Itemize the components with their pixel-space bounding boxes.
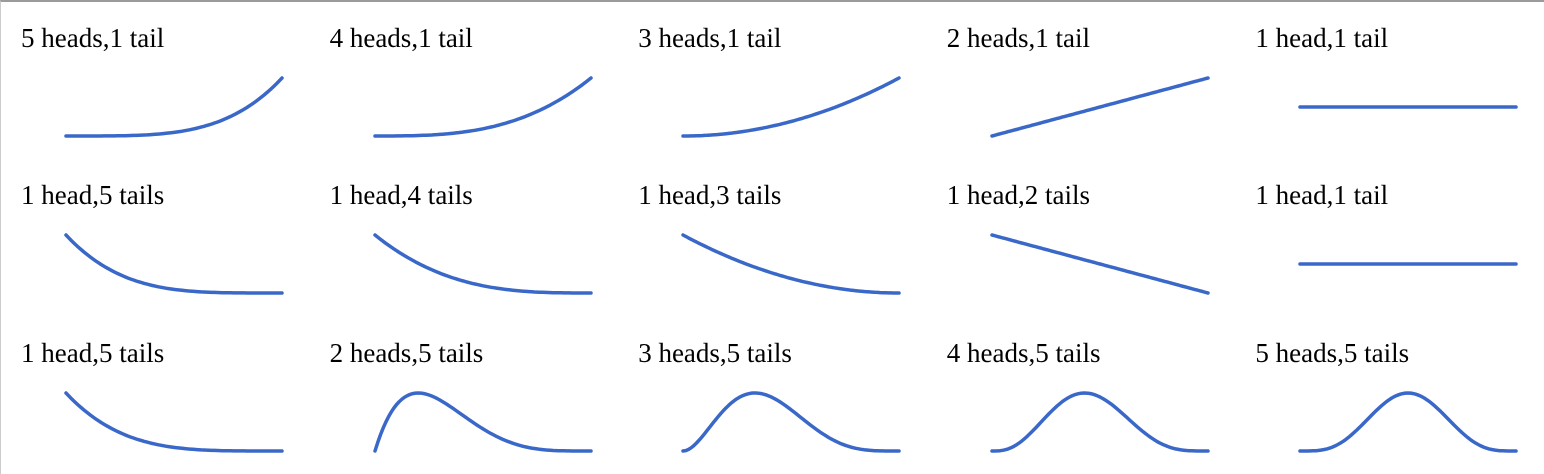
beta-curve-path	[990, 390, 1210, 453]
beta-curve	[990, 390, 1210, 453]
beta-curve	[372, 390, 593, 453]
plot-cell: 1 head,1 tail	[1235, 159, 1544, 316]
beta-curve	[1298, 105, 1519, 109]
beta-curve-path	[1298, 390, 1519, 453]
beta-curve	[681, 76, 901, 138]
beta-curve-path	[372, 76, 593, 138]
beta-curve	[372, 233, 593, 296]
plot-label: 2 heads,5 tails	[329, 337, 484, 368]
plot-cell: 4 heads,1 tail	[310, 2, 619, 159]
plot-label: 1 head,1 tail	[1255, 23, 1389, 53]
beta-curve	[1298, 390, 1519, 453]
plot-cell: 2 heads,5 tails	[310, 317, 619, 474]
plot-label: 1 head,5 tails	[21, 180, 165, 211]
beta-curve	[681, 233, 901, 296]
plot-cell: 5 heads,1 tail	[1, 2, 310, 159]
plot-cell: 3 heads,5 tails	[618, 317, 927, 474]
beta-curve-path	[681, 233, 901, 296]
plot-cell: 1 head,2 tails	[927, 159, 1236, 316]
beta-curve	[64, 233, 284, 296]
beta-curve	[681, 390, 901, 453]
beta-curve	[1298, 262, 1519, 267]
beta-curve-path	[64, 390, 284, 453]
beta-curve-path	[681, 390, 901, 453]
beta-curve	[990, 233, 1210, 296]
plot-cell: 5 heads,5 tails	[1235, 317, 1544, 474]
plot-label: 1 head,5 tails	[21, 337, 165, 368]
plot-label: 4 heads,5 tails	[946, 337, 1101, 368]
beta-curve-path	[372, 390, 593, 453]
plot-label: 1 head,2 tails	[946, 180, 1091, 211]
beta-curve-path	[990, 233, 1210, 296]
plot-cell: 1 head,4 tails	[310, 159, 619, 316]
beta-curve-path	[64, 233, 284, 296]
beta-curve	[372, 76, 593, 138]
plot-label: 4 heads,1 tail	[329, 23, 473, 53]
plot-label: 3 heads,5 tails	[638, 337, 792, 368]
plot-label: 1 head,4 tails	[329, 180, 473, 211]
plot-label: 1 head,3 tails	[638, 180, 782, 211]
beta-curve	[990, 76, 1210, 138]
plot-cell: 1 head,1 tail	[1235, 2, 1544, 159]
plot-cell: 1 head,5 tails	[1, 317, 310, 474]
plot-cell: 2 heads,1 tail	[927, 2, 1236, 159]
plot-cell: 3 heads,1 tail	[618, 2, 927, 159]
plot-label: 2 heads,1 tail	[946, 23, 1091, 53]
plot-label: 5 heads,1 tail	[21, 23, 165, 53]
beta-curve	[64, 390, 284, 453]
plot-label: 1 head,1 tail	[1255, 180, 1389, 211]
plot-cell: 1 head,3 tails	[618, 159, 927, 316]
beta-curve-path	[372, 233, 593, 296]
beta-curve	[64, 76, 284, 138]
beta-curve-path	[681, 76, 901, 138]
plot-label: 5 heads,5 tails	[1255, 337, 1410, 368]
beta-curve-path	[990, 76, 1210, 138]
plot-label: 3 heads,1 tail	[638, 23, 782, 53]
plot-cell: 4 heads,5 tails	[927, 317, 1236, 474]
plot-cell: 1 head,5 tails	[1, 159, 310, 316]
beta-curve-path	[64, 76, 284, 138]
